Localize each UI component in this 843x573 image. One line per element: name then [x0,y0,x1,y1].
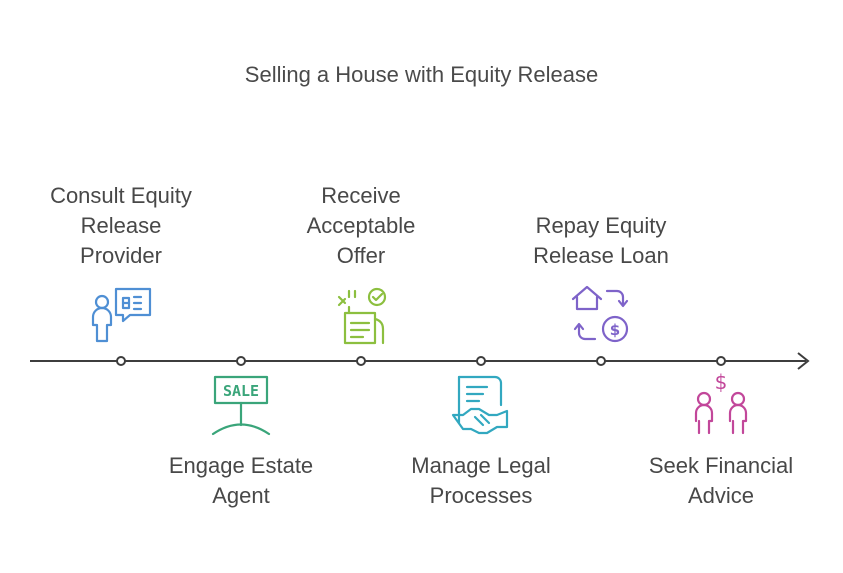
timeline-node-4 [476,356,486,366]
svg-text:SALE: SALE [223,382,259,400]
offer-document-icon [329,283,393,352]
financial-advisors-icon: $ [689,370,753,442]
timeline-node-3 [356,356,366,366]
step-label-1: Consult Equity Release Provider [50,183,192,268]
sale-sign-icon: SALE [209,373,273,442]
consultation-icon [89,283,153,352]
step-label-2: Engage Estate Agent [168,453,314,508]
timeline-node-2 [236,356,246,366]
step-label-5: Repay Equity Release Loan [533,213,669,268]
timeline-node-1 [116,356,126,366]
timeline-node-5 [596,356,606,366]
svg-text:$: $ [610,321,620,339]
timeline-node-6 [716,356,726,366]
timeline-nodes [116,356,726,366]
step-label-4: Manage Legal Processes [411,453,551,508]
diagram-title: Selling a House with Equity Release [244,62,599,87]
svg-text:$: $ [715,373,728,394]
step-label-6: Seek Financial Advice [648,453,794,508]
house-money-exchange-icon: $ [569,283,633,352]
legal-contract-icon [449,373,513,442]
timeline-arrowhead [797,352,810,370]
step-label-3: Receive Acceptable Offer [306,183,416,268]
